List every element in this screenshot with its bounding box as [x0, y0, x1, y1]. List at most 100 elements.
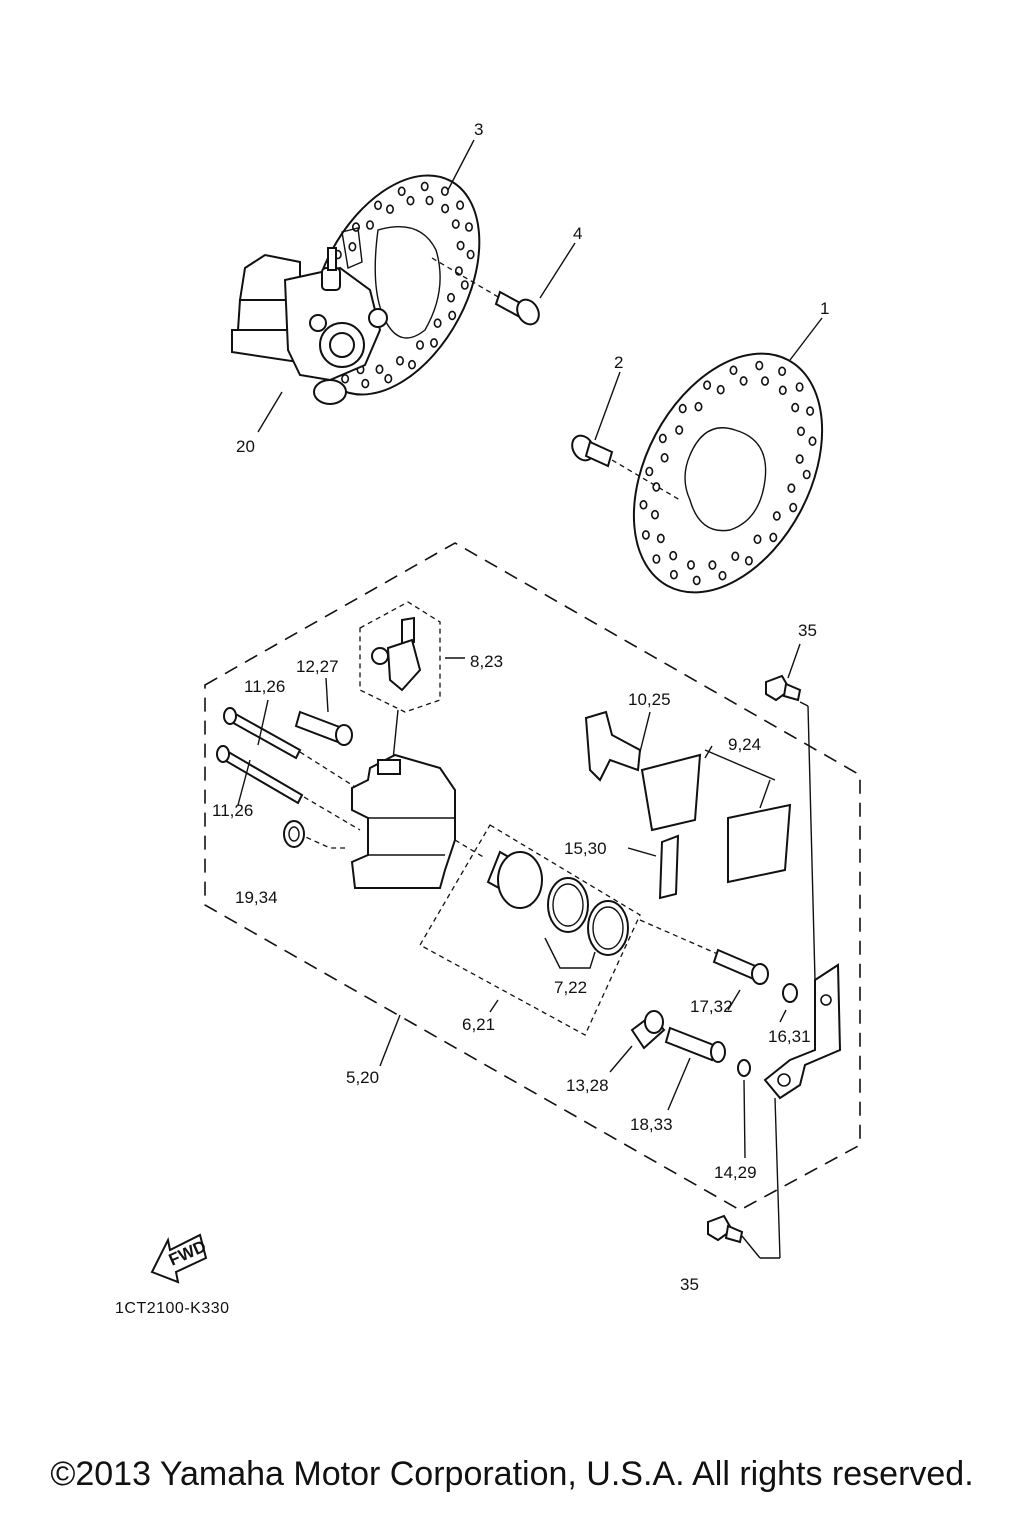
drill-hole	[787, 483, 796, 494]
callout-14-29: 14,29	[714, 1163, 757, 1182]
drill-hole	[778, 366, 787, 377]
drill-hole	[716, 384, 725, 395]
leader-lines	[257, 139, 823, 1067]
fwd-arrow-icon: FWD	[150, 1233, 209, 1284]
drill-hole	[650, 509, 659, 520]
drill-hole	[429, 338, 438, 348]
caliper-assembly-upper	[231, 227, 388, 405]
drill-hole	[446, 292, 455, 303]
pad-spring	[584, 710, 651, 782]
drill-hole	[464, 222, 473, 232]
callout-7-22: 7,22	[554, 978, 587, 997]
drill-hole	[639, 499, 648, 510]
drill-hole	[407, 359, 416, 370]
pin-18	[664, 1026, 726, 1111]
drill-hole	[395, 355, 404, 366]
drill-hole	[425, 195, 434, 206]
drill-hole	[772, 511, 781, 521]
drill-hole	[420, 181, 429, 192]
drill-hole	[755, 360, 764, 371]
drill-hole	[731, 551, 740, 562]
pad-shim	[627, 834, 680, 900]
drill-hole	[384, 373, 393, 384]
drill-hole	[451, 219, 460, 229]
drill-hole	[778, 385, 787, 396]
drill-hole	[656, 533, 665, 544]
copyright-notice: ©2013 Yamaha Motor Corporation, U.S.A. A…	[50, 1455, 974, 1493]
drill-hole	[361, 378, 370, 389]
brake-disc-right	[632, 352, 824, 594]
drill-hole	[796, 426, 805, 437]
drill-hole	[708, 560, 717, 570]
drill-hole	[675, 425, 684, 435]
callout-4: 4	[573, 224, 582, 243]
callout-13-28: 13,28	[566, 1076, 609, 1095]
drill-hole	[795, 382, 804, 392]
drill-hole	[397, 186, 406, 197]
callout-6-21: 6,21	[462, 1015, 495, 1034]
callout-11-26-lower: 11,26	[212, 801, 253, 820]
callout-16-31: 16,31	[768, 1027, 811, 1046]
washer-14	[737, 1059, 751, 1159]
pin-bolt-17	[639, 919, 769, 1011]
disc-bolt-upper	[431, 257, 540, 326]
callout-1: 1	[820, 299, 829, 318]
drill-hole	[739, 376, 748, 386]
drill-hole	[460, 280, 469, 290]
callout-2: 2	[614, 353, 623, 372]
bleed-screw-group	[359, 601, 465, 771]
drill-hole	[448, 310, 457, 321]
drill-hole	[703, 380, 712, 391]
drill-hole	[692, 575, 701, 586]
drill-hole	[760, 376, 769, 386]
drill-hole	[365, 220, 374, 230]
drill-hole	[694, 401, 703, 412]
drill-hole	[415, 340, 424, 350]
drill-hole	[441, 203, 450, 214]
drill-hole	[806, 406, 815, 416]
callout-3: 3	[474, 120, 483, 139]
drill-hole	[729, 365, 738, 376]
drill-hole	[385, 204, 394, 214]
callout-18-33: 18,33	[630, 1115, 673, 1134]
disc-bolt-right	[571, 434, 681, 501]
drill-hole	[802, 469, 811, 480]
drill-hole	[660, 452, 669, 463]
drill-hole	[686, 560, 695, 570]
drill-hole	[456, 200, 465, 210]
drill-hole	[341, 373, 350, 384]
bolt-35-upper	[765, 643, 809, 707]
callout-19-34: 19,34	[235, 888, 278, 907]
callout-12-27: 12,27	[296, 657, 339, 676]
caliper-body	[289, 753, 486, 889]
callout-5-20: 5,20	[346, 1068, 379, 1087]
drill-hole	[466, 249, 475, 260]
caliper-bracket	[760, 705, 842, 1259]
drill-hole	[744, 555, 753, 566]
drill-hole	[669, 550, 678, 561]
callout-35-upper: 35	[798, 621, 817, 640]
callout-11-26-upper: 11,26	[244, 677, 285, 696]
drill-hole	[678, 403, 687, 414]
long-bolts	[216, 699, 361, 831]
pin-12	[294, 677, 353, 746]
drill-hole	[373, 200, 382, 211]
brake-pads	[640, 745, 792, 884]
drill-hole	[456, 240, 465, 251]
drill-hole	[789, 502, 798, 513]
drill-hole	[433, 318, 442, 329]
diagram-code: 1CT2100-K330	[115, 1300, 230, 1317]
bush-13	[609, 1010, 666, 1073]
drill-hole	[791, 402, 800, 413]
drill-hole	[718, 570, 727, 581]
drill-hole	[406, 195, 415, 206]
callout-17-32: 17,32	[690, 997, 733, 1016]
piston-group	[419, 824, 641, 1036]
drill-hole	[658, 433, 667, 444]
boot-19	[283, 820, 305, 848]
drill-hole	[348, 242, 357, 252]
drill-hole	[669, 569, 678, 580]
drill-hole	[795, 454, 804, 464]
callout-20: 20	[236, 437, 255, 456]
